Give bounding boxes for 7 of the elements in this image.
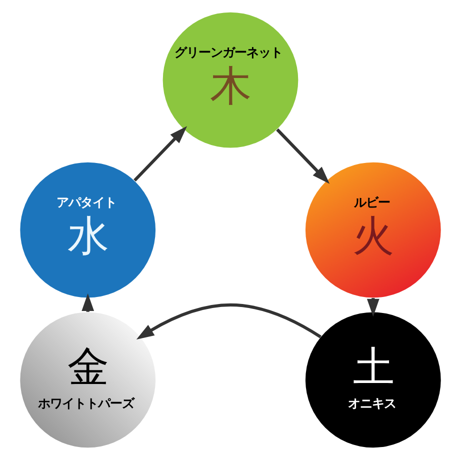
node-circle: アパタイト 水 xyxy=(20,162,156,298)
node-circle: ルビー 火 xyxy=(304,162,440,298)
arrow xyxy=(133,126,187,182)
node-circle: グリーンガーネット 木 xyxy=(162,12,298,148)
node-circle: 土 オニキス xyxy=(304,312,440,448)
arrow xyxy=(276,128,330,184)
arrow xyxy=(136,303,321,340)
